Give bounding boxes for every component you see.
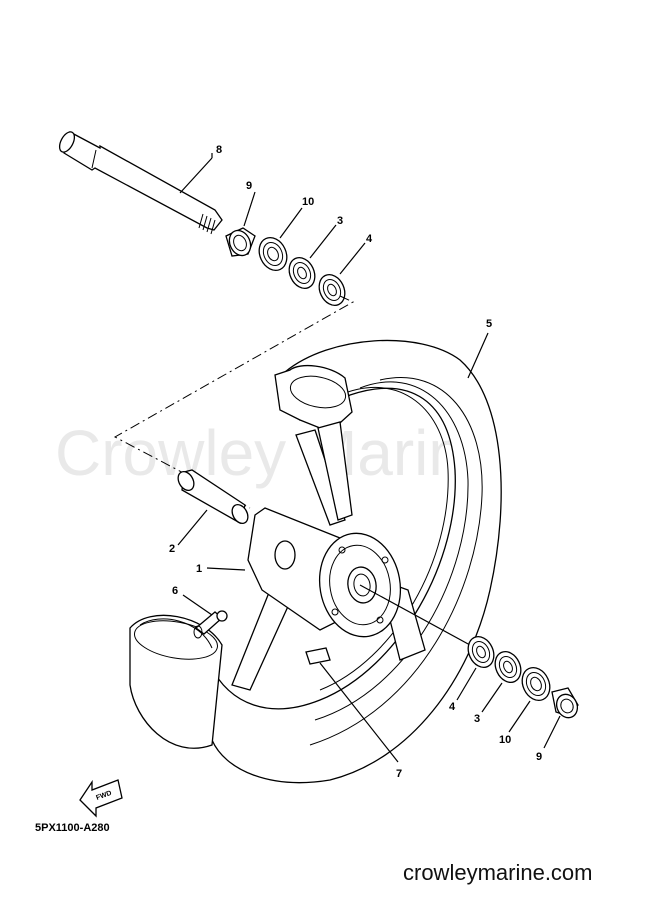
drawing-code: 5PX1100-A280 bbox=[35, 822, 110, 834]
callout-hub: 1 bbox=[196, 563, 202, 575]
bearing-4-top-part[interactable] bbox=[314, 270, 349, 309]
callout-axle: 8 bbox=[216, 144, 222, 156]
collar-bottom-part[interactable] bbox=[551, 687, 581, 721]
callout-collar-top: 9 bbox=[246, 180, 252, 192]
callout-bearing-4-top: 4 bbox=[366, 233, 373, 245]
bearing-3-top-part[interactable] bbox=[284, 253, 319, 292]
bearing-4-bottom-part[interactable] bbox=[463, 632, 498, 671]
callout-spacer: 2 bbox=[169, 543, 175, 555]
callout-seal-top: 10 bbox=[302, 196, 314, 208]
balance-weight-part[interactable] bbox=[305, 647, 331, 665]
watermark: Crowley Marine bbox=[55, 417, 500, 489]
callout-bearing-3-top: 3 bbox=[337, 215, 343, 227]
site-url[interactable]: crowleymarine.com bbox=[403, 860, 593, 885]
spacer-part[interactable] bbox=[175, 469, 251, 526]
bearing-3-bottom-part[interactable] bbox=[490, 647, 525, 686]
callout-tire: 5 bbox=[486, 318, 492, 330]
valve-part[interactable] bbox=[193, 610, 228, 639]
callout-bearing-3-bottom: 3 bbox=[474, 713, 480, 725]
oil-seal-bottom-part[interactable] bbox=[517, 663, 555, 705]
right-axis-line bbox=[359, 584, 471, 646]
callout-bearing-4-bottom: 4 bbox=[449, 701, 456, 713]
oil-seal-top-part[interactable] bbox=[254, 233, 292, 275]
collar-top-part[interactable] bbox=[225, 227, 256, 259]
tire-part[interactable] bbox=[129, 339, 502, 784]
callout-valve: 6 bbox=[172, 585, 178, 597]
callout-seal-bottom: 10 bbox=[499, 734, 511, 746]
callout-collar-bottom: 9 bbox=[536, 751, 542, 763]
fwd-arrow-icon: FWD bbox=[79, 779, 123, 818]
callout-weight: 7 bbox=[396, 768, 402, 780]
axle-part[interactable] bbox=[57, 129, 223, 235]
